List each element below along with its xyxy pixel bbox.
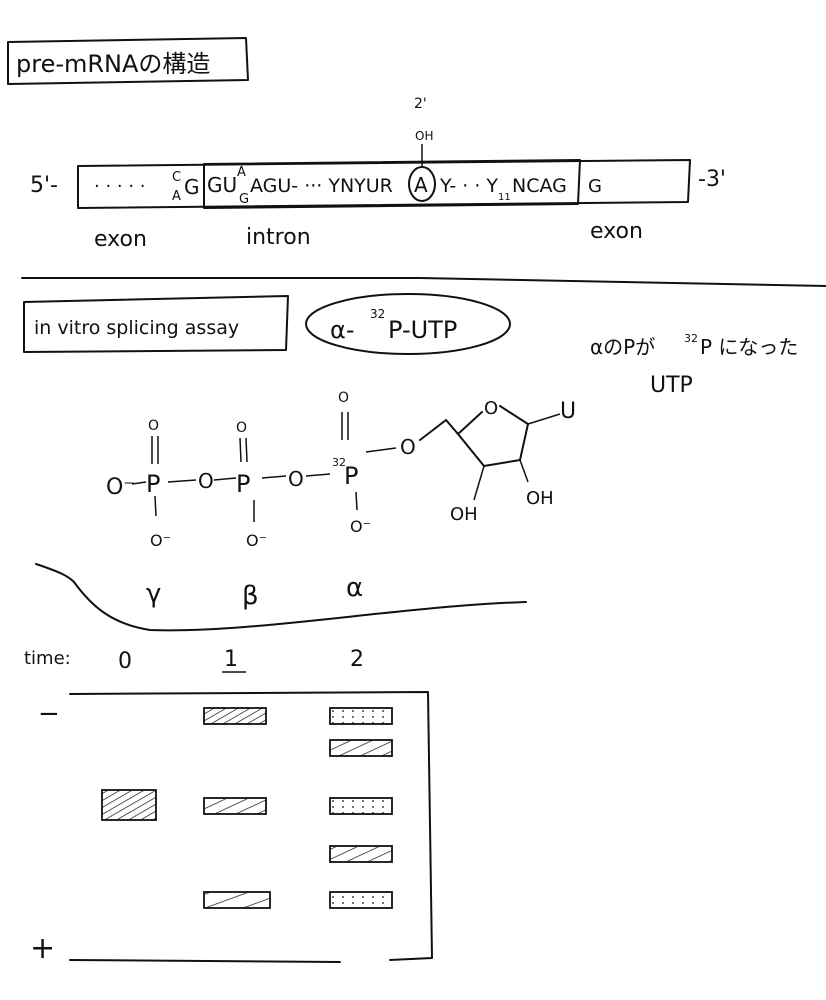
phosphate-bracket-curve [35,563,527,632]
exon1-end-bottom: A [172,189,181,204]
anode-plus: + [30,931,55,966]
intron-label: intron [246,225,311,250]
utp-molecule: O⁻ P O O⁻ O P O O⁻ O 32 P O O⁻ O O [106,390,576,550]
bond [154,495,157,517]
bridge-o-1: O [198,469,214,493]
intron-seq-ncag: NCAG [512,175,567,197]
note-line1b: P になった [700,335,798,359]
assay-title: in vitro splicing assay [34,317,239,339]
utp-suffix: P-UTP [388,316,457,344]
three-prime-label: -3' [698,167,726,192]
lane-label-1: 1 [224,647,238,672]
bond [131,481,147,485]
premrna-diagram: 5'- -3' · · · · · C A G GU A G AGU- ··· … [30,96,726,252]
intron-seq-a-top: A [237,165,246,180]
intron-seq-a-bottom: G [239,192,249,207]
bond [527,413,561,425]
beta-o-bottom: O⁻ [246,531,267,550]
beta-o-top: O [236,420,247,436]
bond [519,459,529,483]
bond [261,475,287,479]
gel-section: time: 0 1 2 − + [24,647,433,966]
note-line2: UTP [650,373,693,398]
gel-band-lane2-level2 [329,739,393,757]
ribose-ring [419,405,529,467]
bond [473,465,485,501]
bond [355,491,358,511]
alpha-o-bottom: O⁻ [350,517,371,536]
intron-seq-gu: GU [207,173,237,197]
exon2-label: exon [590,219,643,244]
ester-o: O [400,435,416,459]
exon2-g: G [588,176,602,197]
lane-label-2: 2 [350,647,364,672]
bond [213,477,237,481]
note-line1: αのPが [590,335,655,359]
branch-point-a: A [414,173,428,197]
beta-label: β [242,581,259,611]
hydroxyl-2prime: OH [526,488,554,509]
gel-band-lane0-level3 [101,789,157,821]
intron-seq-mid: AGU- ··· YNYUR [250,175,393,197]
gamma-label: γ [146,579,161,609]
page-title: pre-mRNAの構造 [16,50,210,78]
intron-seq-tract: Y- · · Y [439,175,498,197]
gel-band-lane2-level3 [329,797,393,815]
bond [245,437,248,463]
bond [239,437,242,463]
branch-oh-label: OH [415,129,433,143]
cathode-minus: − [38,699,60,729]
assay-section: in vitro splicing assay α- 32 P-UTP αのPが… [23,293,798,398]
gamma-o-bottom: O⁻ [150,531,171,550]
gel-bands [101,707,393,909]
gel-band-lane2-level4 [329,845,393,863]
bond [365,447,397,453]
utp-ellipse [305,293,511,355]
beta-phosphorus: P [236,470,250,498]
note-superscript: 32 [684,332,698,345]
uracil-base: U [560,399,576,424]
exon1-end-top: C [172,170,181,185]
gamma-o-minus: O⁻ [106,475,135,500]
gel-band-lane2-level5 [329,891,393,909]
exon1-dots: · · · · · [94,176,146,197]
alpha-p32-sup: 32 [332,456,346,469]
gamma-phosphorus: P [146,470,160,498]
utp-prefix: α- [330,316,354,344]
exon1-g: G [184,175,200,199]
alpha-label: α [346,573,363,603]
alpha-phosphorus: P [344,462,358,490]
gamma-o-top: O [148,418,159,434]
branch-point-circle [408,166,436,202]
hydroxyl-3prime: OH [450,504,478,525]
time-label: time: [24,648,71,669]
intron-seq-sub: 11 [498,192,511,203]
utp-superscript: 32 [370,307,385,321]
bond [167,479,197,483]
branch-2prime-label: 2' [414,96,427,112]
gel-band-lane1-level1 [203,707,267,725]
exon1-label: exon [94,227,147,252]
lane-label-0: 0 [118,649,132,674]
ring-oxygen: O [484,398,498,419]
gel-band-lane2-level1 [329,707,393,725]
gel-band-lane1-level5 [203,891,271,909]
bond [305,473,331,477]
gel-band-lane1-level3 [203,797,267,815]
assay-title-box [23,295,289,353]
intron-box [203,159,581,209]
gel-outline [69,691,433,963]
five-prime-label: 5'- [30,173,58,198]
title-box: pre-mRNAの構造 [7,37,249,85]
section-divider [21,277,826,287]
alpha-o-top: O [338,390,349,406]
bridge-o-2: O [288,467,304,491]
